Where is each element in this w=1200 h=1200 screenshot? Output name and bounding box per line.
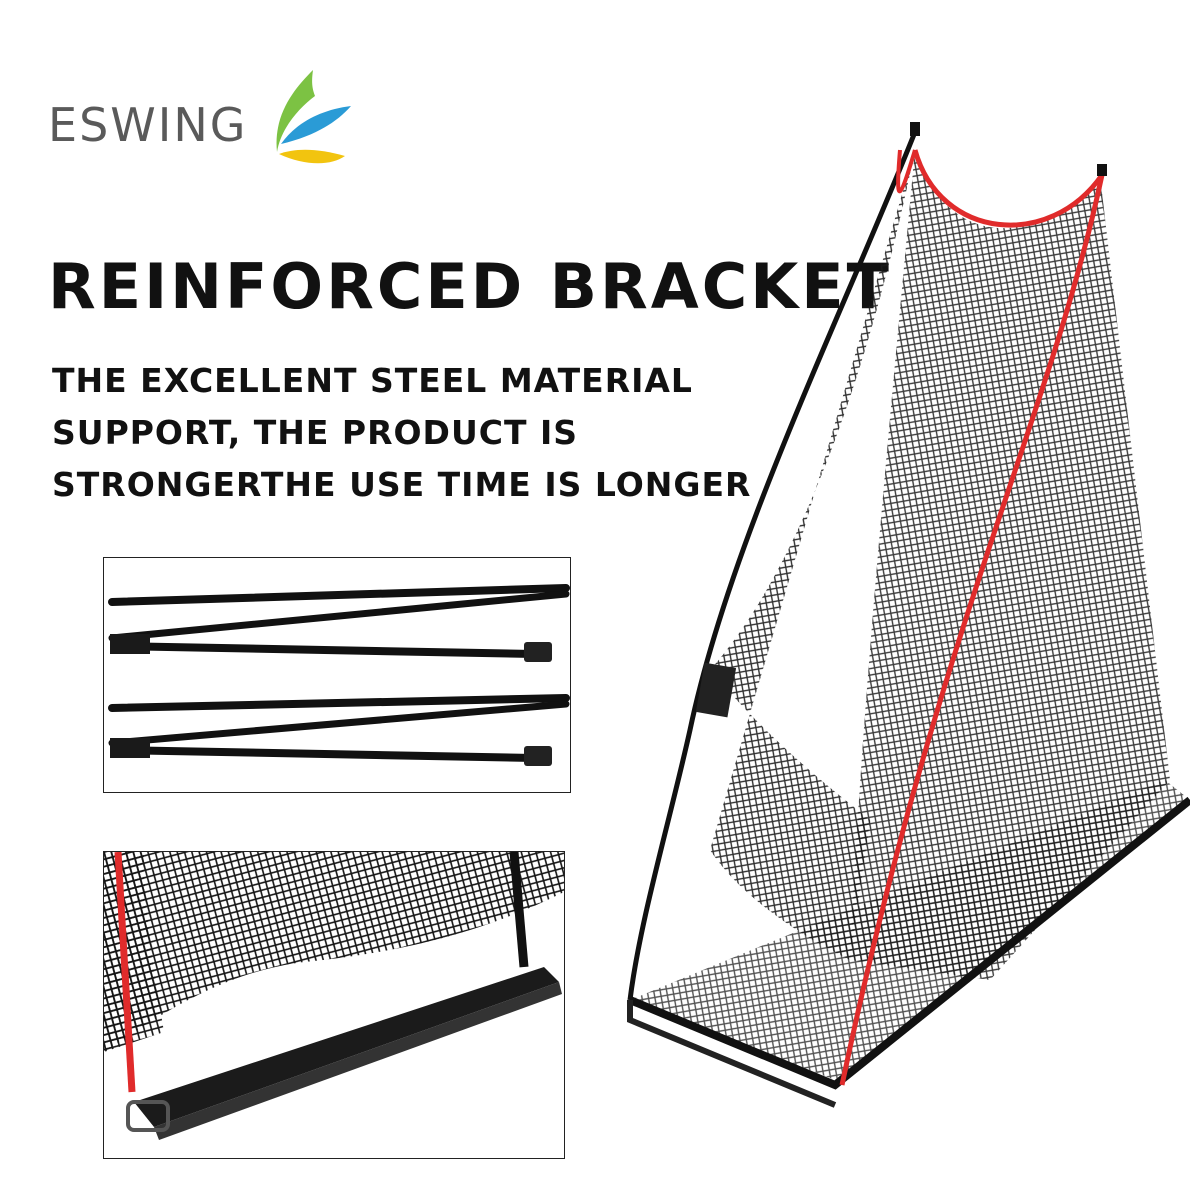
brand-name: ESWING: [48, 98, 248, 152]
folding-poles-illustration: [108, 584, 570, 766]
base-bracket-panel: [103, 851, 565, 1159]
brand-logo: ESWING: [48, 66, 355, 166]
folding-poles-panel: [103, 557, 571, 793]
headline: REINFORCED BRACKET: [48, 250, 892, 323]
base-bracket-illustration: [104, 852, 564, 1140]
feature-description: THE EXCELLENT STEEL MATERIAL SUPPORT, TH…: [52, 355, 812, 511]
description-line-2: SUPPORT, THE PRODUCT IS: [52, 413, 579, 452]
practice-net-illustration: [627, 122, 1190, 1108]
description-line-3: STRONGERTHE USE TIME IS LONGER: [52, 465, 752, 504]
description-line-1: THE EXCELLENT STEEL MATERIAL: [52, 361, 693, 400]
leaf-mark-icon: [276, 70, 352, 164]
